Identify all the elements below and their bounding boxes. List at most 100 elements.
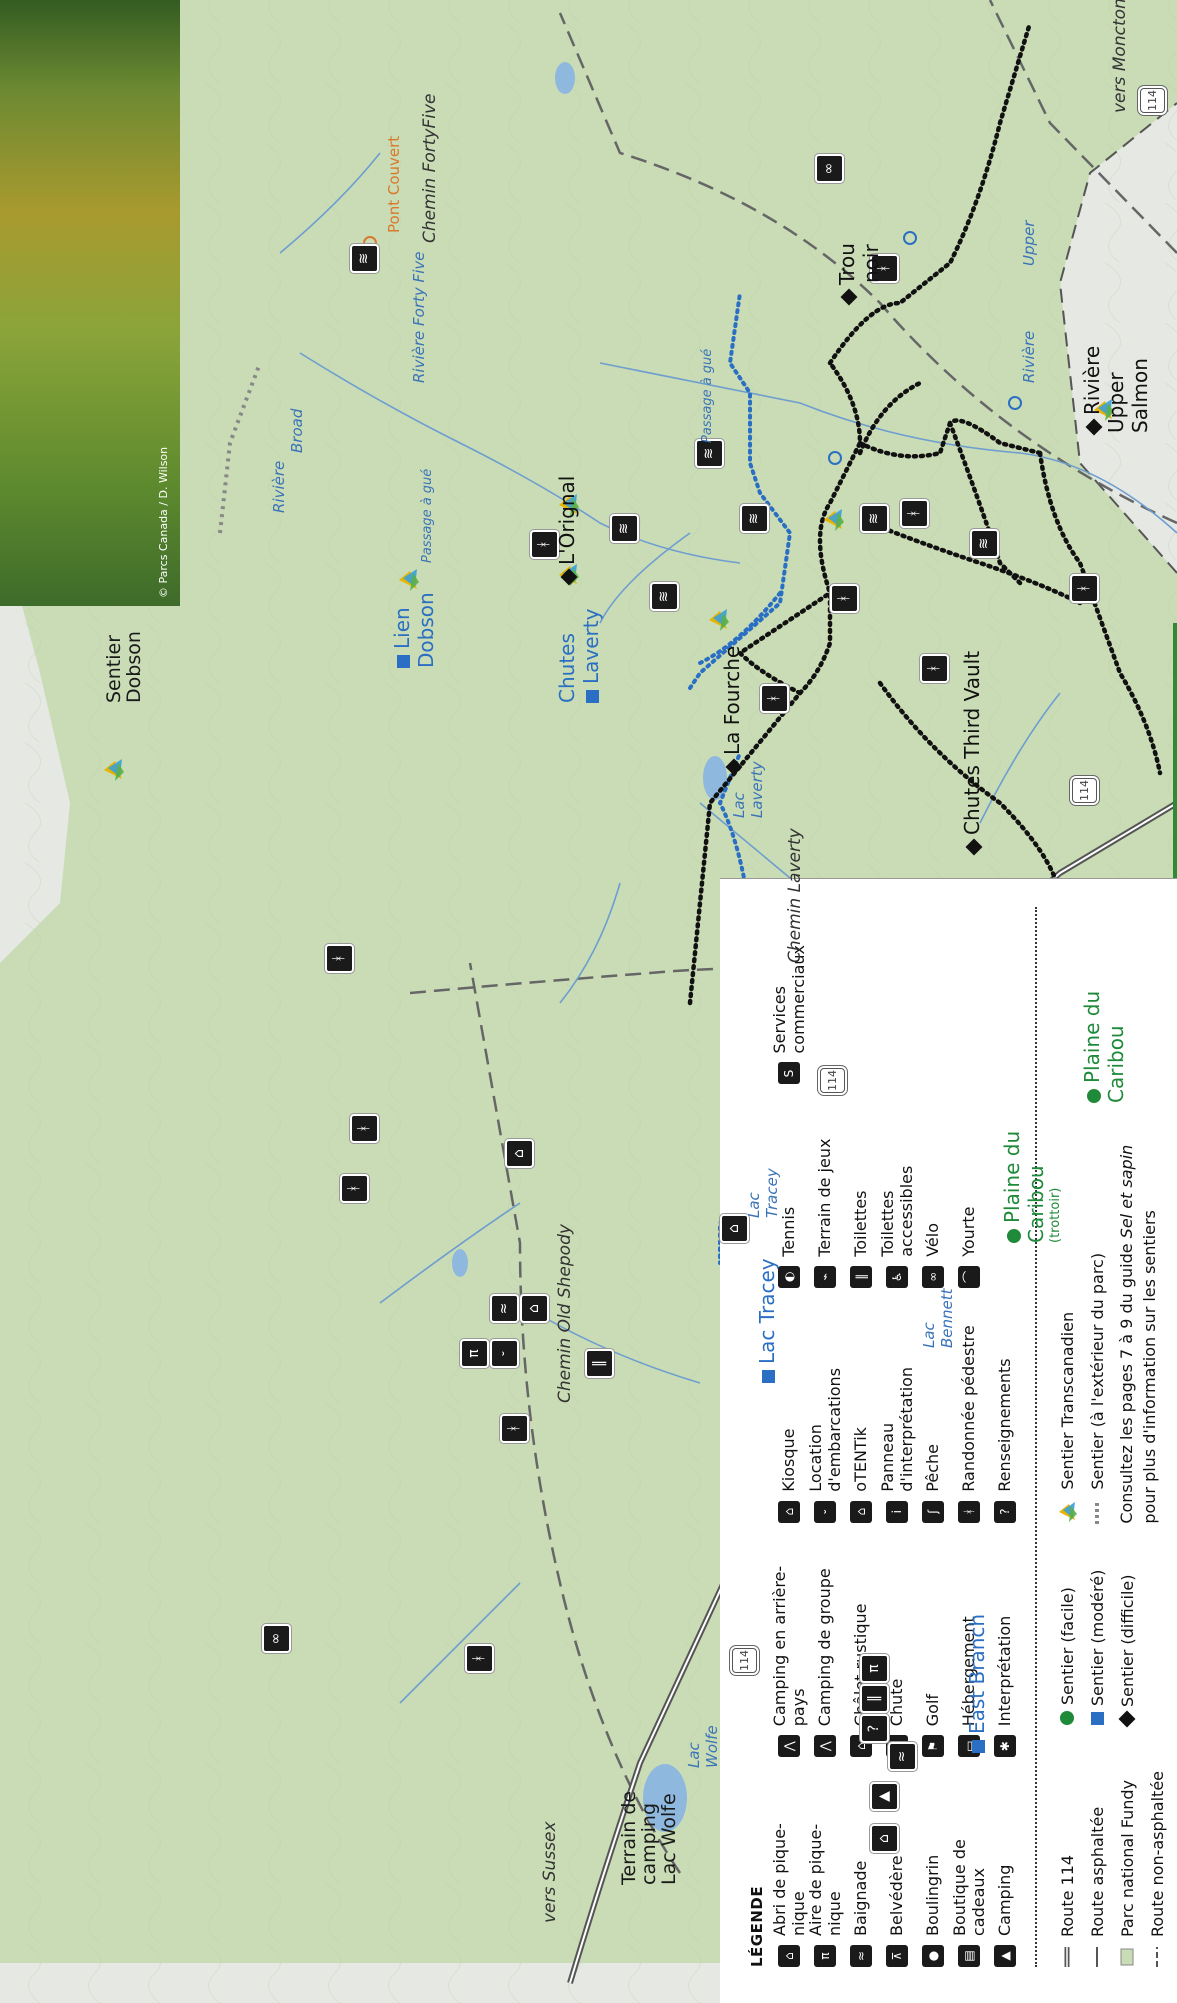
legend-item: ‖Toilettes — [848, 1119, 873, 1288]
legend-item: ⌂Kiosque — [776, 1322, 801, 1523]
legend-item: ⋀Camping de groupe — [812, 1557, 837, 1758]
legend-item: ?Renseignements — [992, 1322, 1017, 1523]
legend-item: ⊼Belvédère — [884, 1791, 909, 1967]
chemin-fortyfive-road — [558, 12, 1177, 525]
legend-item: ⏑Location d'embarcations — [806, 1322, 844, 1523]
legend-item: ●Boulingrin — [920, 1791, 945, 1967]
hiking-icon[interactable]: ᚼ — [350, 1114, 379, 1143]
trans-canada-trail-icon — [824, 509, 844, 531]
trans-canada-trail-icon — [104, 759, 124, 781]
route-114-shield-icon: 114 — [1072, 778, 1097, 803]
hiking-icon[interactable]: ᚼ — [465, 1644, 494, 1673]
bike-icon[interactable]: ∞ — [815, 154, 844, 183]
pont-couvert-label: Pont Couvert — [385, 135, 403, 233]
trans-canada-trail-icon — [1094, 399, 1114, 421]
hiking-icon[interactable]: ᚼ — [340, 1174, 369, 1203]
hiking-icon[interactable]: ᚼ — [325, 944, 354, 973]
legend-separator — [1035, 907, 1037, 1967]
easy-trail-circle-icon — [1006, 1229, 1021, 1243]
boat-rental-icon[interactable]: ⏑ — [490, 1339, 519, 1368]
picnic-shelter-icon: ⌂ — [777, 1945, 800, 1967]
hiking-icon[interactable]: ᚼ — [760, 684, 789, 713]
moderate-trail-square-icon — [762, 1370, 775, 1383]
waterfall-icon[interactable]: ≋ — [695, 439, 724, 468]
legend-item: ∞Vélo — [920, 1119, 945, 1288]
plaine-caribou-label: Plaine du Caribou — [1080, 990, 1128, 1103]
waterfall-icon[interactable]: ≋ — [970, 529, 999, 558]
camping-icon[interactable]: ▲ — [870, 1782, 899, 1811]
legend-title: LÉGENDE — [748, 1885, 766, 1967]
sentier-dobson-label: Sentier Dobson — [103, 631, 145, 703]
difficult-trail-diamond-icon — [1118, 1710, 1136, 1728]
outside-trail-swatch — [1095, 1499, 1099, 1524]
waterfall-icon[interactable]: ≋ — [350, 244, 379, 273]
kiosk-icon[interactable]: ⌂ — [520, 1294, 549, 1323]
backcountry-camping-icon: ⋀ — [777, 1735, 800, 1758]
hiking-icon[interactable]: ᚼ — [900, 499, 929, 528]
plaine-caribou-boardwalk-label: Plaine du Caribou (trottoir) — [1000, 1130, 1063, 1243]
kiosk-icon[interactable]: ⌂ — [720, 1214, 749, 1243]
legend-key: Sentier (à l'extérieur du parc) — [1085, 1145, 1109, 1524]
picnic-area-icon[interactable]: π — [860, 1654, 889, 1683]
golf-icon: ⚑ — [921, 1735, 944, 1758]
waterfall-icon[interactable]: ≋ — [860, 504, 889, 533]
east-branch-label: East Branch — [965, 1614, 989, 1753]
legend-item: ▲Camping — [992, 1791, 1017, 1967]
trans-canada-trail-icon — [709, 609, 729, 631]
waterfall-icon[interactable]: ≋ — [650, 582, 679, 611]
waterfall-icon[interactable]: ≋ — [740, 504, 769, 533]
lac-tracey-water-label: Lac Tracey — [745, 1168, 781, 1218]
route-114-swatch — [1064, 1947, 1070, 1967]
easy-trail-circle-icon — [1086, 1089, 1101, 1103]
picnic-area-icon: π — [813, 1945, 836, 1967]
legend-item: ⌒Yourte — [956, 1119, 981, 1288]
moderate-trail-square-icon — [586, 690, 599, 703]
vers-sussex-label: vers Sussex — [540, 1821, 560, 1923]
legend-key: Route 114 — [1055, 1771, 1079, 1967]
trou-noir-label: Trou noir — [835, 243, 883, 306]
legend-key: Sentier (modéré) — [1085, 1570, 1109, 1725]
toilets-icon: ‖ — [849, 1265, 872, 1288]
vers-moncton-label: vers Moncton — [1110, 0, 1130, 113]
yurt-icon: ⌒ — [957, 1265, 980, 1288]
unpaved-road-swatch — [1156, 1947, 1158, 1967]
moderate-trail-square-icon — [972, 1740, 985, 1753]
swimming-icon[interactable]: ≈ — [888, 1742, 917, 1771]
legend-key: Route asphaltée — [1085, 1771, 1109, 1967]
swimming-icon[interactable]: ≈ — [490, 1294, 519, 1323]
information-icon[interactable]: ? — [860, 1714, 889, 1743]
legend-item: ♿Toilettes accessibles — [878, 1119, 916, 1288]
hiking-icon[interactable]: ᚼ — [830, 584, 859, 613]
interpretive-panel-icon: i — [885, 1500, 908, 1523]
passage-gue-label: Passage à gué — [420, 468, 435, 563]
boat-rental-icon: ⏑ — [813, 1500, 836, 1523]
difficult-trail-diamond-icon — [965, 838, 982, 856]
bike-icon: ∞ — [921, 1265, 944, 1288]
hiking-icon[interactable]: ᚼ — [500, 1414, 529, 1443]
lac-bennett-label: Lac Bennett — [920, 1288, 956, 1348]
legend-other: Sentier Transcanadien Sentier (à l'extér… — [1055, 1145, 1175, 1524]
lawn-bowling-icon: ● — [921, 1945, 944, 1967]
trans-canada-trail-icon — [559, 494, 579, 516]
riviere-fortyfive-label: Rivière Forty Five — [410, 251, 428, 383]
hiking-icon[interactable]: ᚼ — [1070, 574, 1099, 603]
accessible-toilets-icon: ♿ — [885, 1265, 908, 1288]
hiking-icon[interactable]: ᚼ — [920, 654, 949, 683]
legend-note: Consultez les pages 7 à 9 du guide Sel e… — [1117, 1144, 1160, 1524]
toilets-icon[interactable]: ‖ — [860, 1684, 889, 1713]
hiking-icon: ᚼ — [957, 1500, 980, 1523]
waterfall-icon[interactable]: ≋ — [610, 514, 639, 543]
toilets-icon[interactable]: ‖ — [585, 1349, 614, 1378]
bike-icon[interactable]: ∞ — [262, 1624, 291, 1653]
legend-item: ⌁Terrain de jeux — [812, 1119, 837, 1288]
legend-col-4: ◐Tennis ⌁Terrain de jeux ‖Toilettes ♿Toi… — [776, 1119, 1017, 1288]
legend-item: ✱Interprétation — [992, 1557, 1017, 1758]
kiosk-icon[interactable]: ⌂ — [505, 1139, 534, 1168]
moderate-trail-square-icon — [1090, 1711, 1104, 1725]
picnic-area-icon[interactable]: π — [460, 1339, 489, 1368]
sentier-dobson-outside — [218, 362, 262, 534]
kiosk-icon[interactable]: ⌂ — [870, 1824, 899, 1853]
